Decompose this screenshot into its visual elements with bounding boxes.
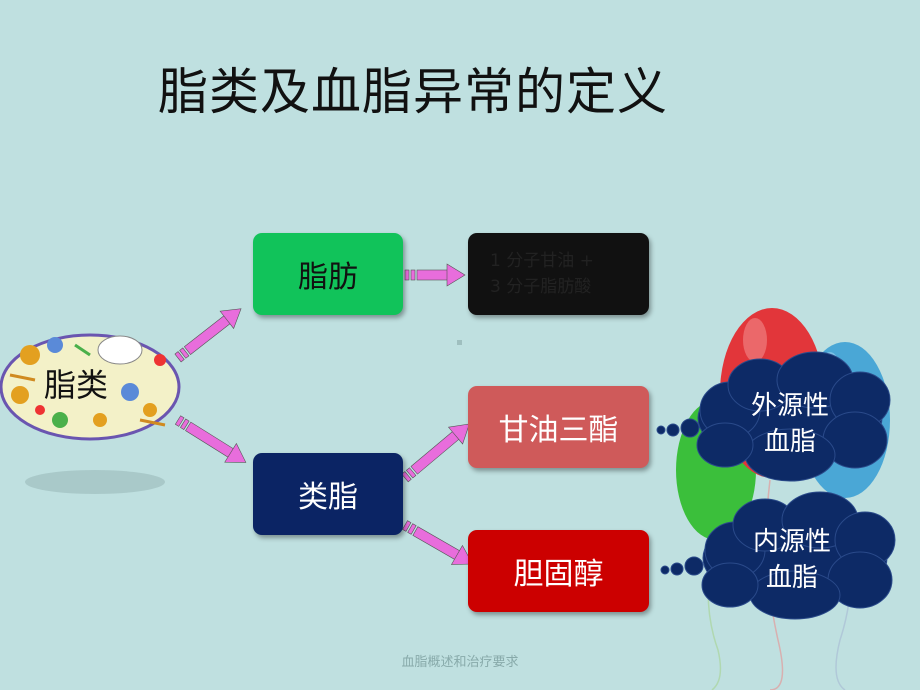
cloud-exogenous-text: 外源性 血脂 bbox=[735, 388, 845, 460]
arrow-lipoid-to-tg bbox=[401, 423, 470, 483]
exogenous-line-1: 外源性 bbox=[750, 391, 829, 421]
balloon-red-highlight bbox=[743, 318, 767, 362]
endogenous-line-2: 血脂 bbox=[765, 563, 818, 593]
lipoid-label: 类脂 bbox=[298, 480, 358, 515]
cloud-endogenous-text: 内源性 血脂 bbox=[737, 524, 847, 596]
glycerol-box: 1 分子甘油 + 3 分子脂肪酸 bbox=[468, 233, 649, 315]
arrow-lipid-to-lipoid bbox=[174, 415, 247, 463]
arrow-fatty-to-glycerol bbox=[404, 263, 466, 287]
ellipse-shadow bbox=[25, 470, 165, 494]
slide-footer: 血脂概述和治疗要求 bbox=[401, 655, 519, 670]
exogenous-line-2: 血脂 bbox=[763, 427, 816, 457]
cloud-exogenous bbox=[656, 351, 891, 482]
cloud-endogenous bbox=[660, 491, 896, 620]
page-title: 脂类及血脂异常的定义 bbox=[158, 63, 668, 121]
cholesterol-box: 胆固醇 bbox=[468, 530, 649, 612]
center-dot bbox=[457, 340, 462, 345]
arrow-lipoid-to-chol bbox=[402, 520, 474, 565]
endogenous-line-1: 内源性 bbox=[752, 527, 831, 557]
fatty-box: 脂肪 bbox=[253, 233, 403, 315]
glycerol-line-2: 3 分子脂肪酸 bbox=[490, 277, 592, 297]
lipid-label: 脂类 bbox=[44, 366, 109, 404]
triglyceride-box: 甘油三酯 bbox=[468, 386, 649, 468]
cholesterol-label: 胆固醇 bbox=[513, 557, 604, 592]
triglyceride-label: 甘油三酯 bbox=[498, 413, 619, 448]
lipoid-box: 类脂 bbox=[253, 453, 403, 535]
arrow-lipid-to-fatty bbox=[174, 308, 242, 363]
glycerol-line-1: 1 分子甘油 + bbox=[490, 251, 594, 271]
fatty-label: 脂肪 bbox=[298, 260, 358, 295]
lipid-ellipse bbox=[0, 333, 181, 441]
